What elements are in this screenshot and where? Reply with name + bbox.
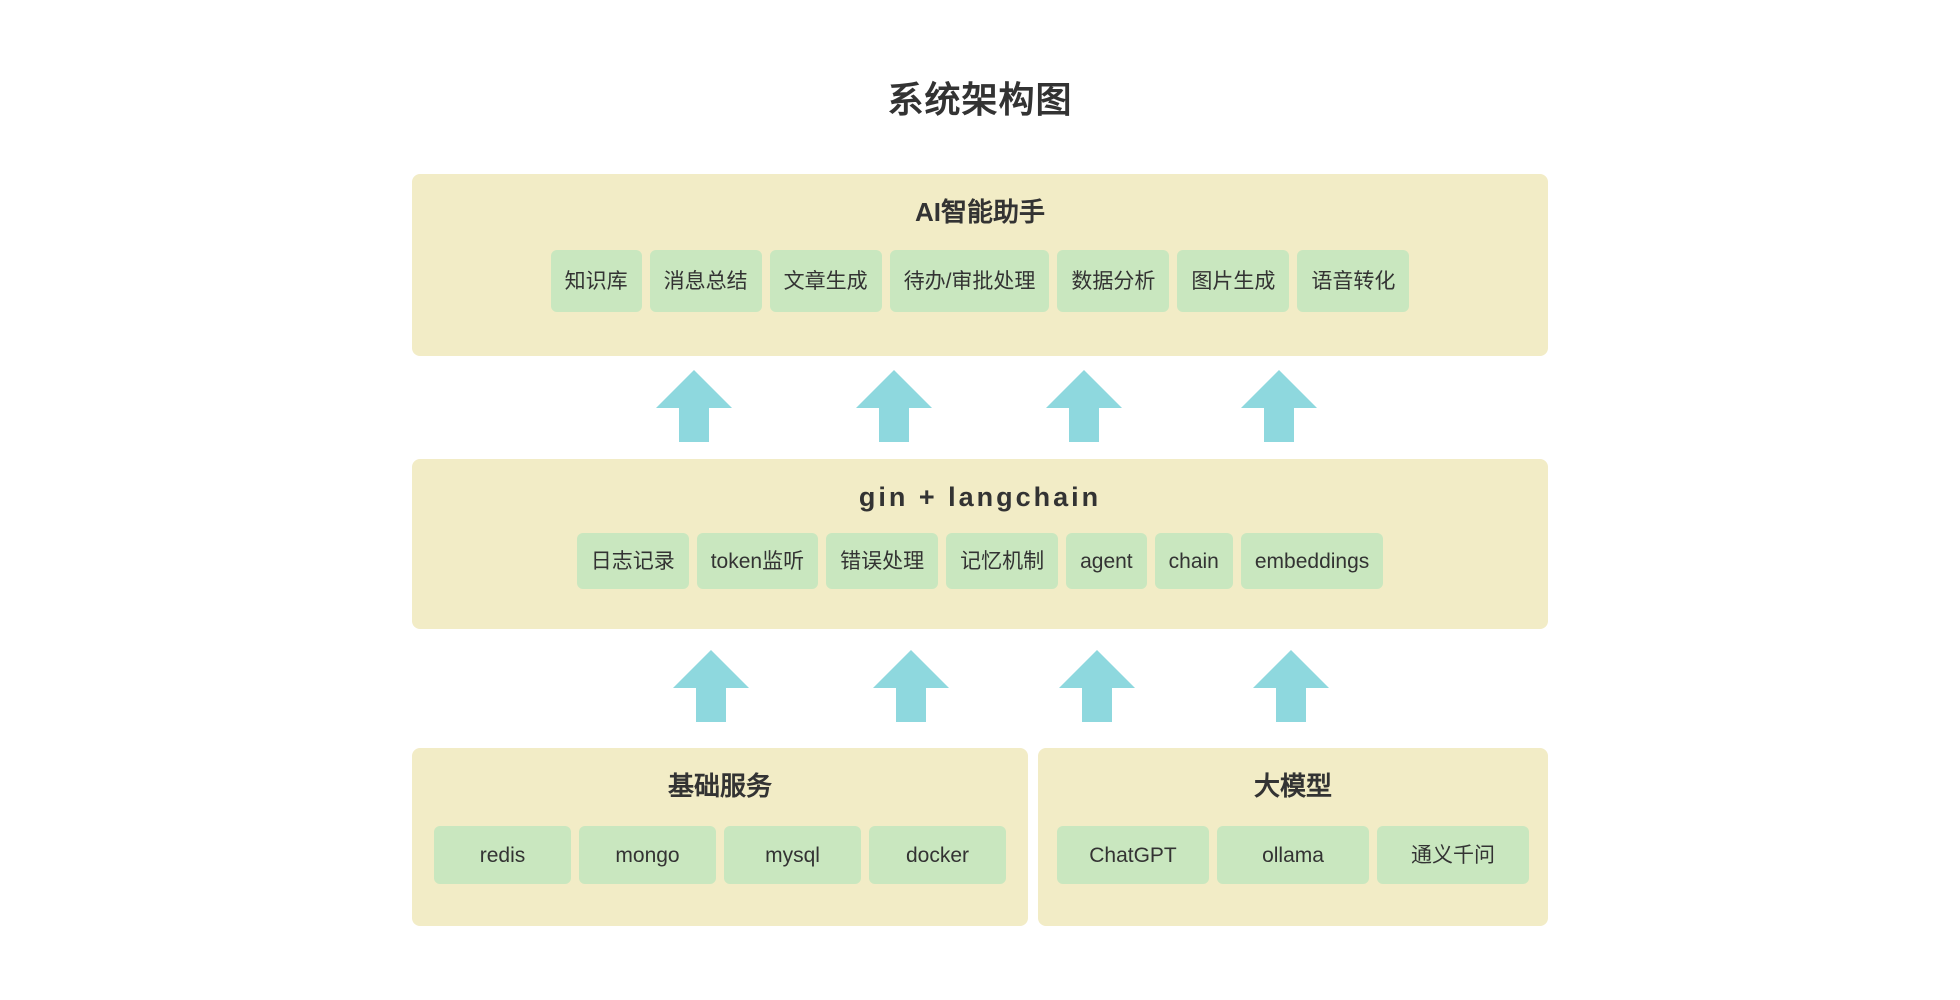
chip-docker[interactable]: docker <box>869 826 1006 884</box>
panel-title-basic-services: 基础服务 <box>667 771 772 801</box>
chip-article-generation[interactable]: 文章生成 <box>769 250 882 312</box>
layer-panel-ai-assistant: AI智能助手 知识库 消息总结 文章生成 待办/审批处理 数据分析 图片生成 语… <box>412 174 1548 356</box>
panel-title-ai-assistant: AI智能助手 <box>914 197 1045 227</box>
chip-embeddings[interactable]: embeddings <box>1240 533 1384 589</box>
arrow-up-icon <box>1240 368 1318 444</box>
chip-mysql[interactable]: mysql <box>724 826 861 884</box>
layer-panel-large-models: 大模型 ChatGPT ollama 通义千问 <box>1038 748 1548 926</box>
chip-redis[interactable]: redis <box>434 826 571 884</box>
chip-message-summary[interactable]: 消息总结 <box>649 250 762 312</box>
arrow-up-icon <box>855 368 933 444</box>
arrow-up-icon <box>1058 648 1136 724</box>
chip-row-ai-assistant: 知识库 消息总结 文章生成 待办/审批处理 数据分析 图片生成 语音转化 <box>550 250 1410 312</box>
chip-error-handling[interactable]: 错误处理 <box>826 533 939 589</box>
chip-logging[interactable]: 日志记录 <box>576 533 689 589</box>
chip-memory-mechanism[interactable]: 记忆机制 <box>946 533 1059 589</box>
chip-todo-approval-processing[interactable]: 待办/审批处理 <box>889 250 1050 312</box>
arrow-up-icon <box>655 368 733 444</box>
arrow-up-icon <box>1252 648 1330 724</box>
chip-voice-conversion[interactable]: 语音转化 <box>1297 250 1410 312</box>
arrow-row-infrastructure-to-framework <box>0 648 1960 730</box>
chip-agent[interactable]: agent <box>1066 533 1147 589</box>
chip-knowledge-base[interactable]: 知识库 <box>550 250 642 312</box>
arrow-up-icon <box>672 648 750 724</box>
chip-tongyi-qianwen[interactable]: 通义千问 <box>1377 826 1529 884</box>
chip-image-generation[interactable]: 图片生成 <box>1177 250 1290 312</box>
chip-mongo[interactable]: mongo <box>579 826 716 884</box>
panel-title-framework: gin + langchain <box>858 482 1102 512</box>
layer-panel-basic-services: 基础服务 redis mongo mysql docker <box>412 748 1028 926</box>
page-title: 系统架构图 <box>887 79 1073 120</box>
chip-ollama[interactable]: ollama <box>1217 826 1369 884</box>
arrow-row-framework-to-ai <box>0 368 1960 450</box>
arrow-up-icon <box>1045 368 1123 444</box>
chip-chatgpt[interactable]: ChatGPT <box>1057 826 1209 884</box>
chip-data-analysis[interactable]: 数据分析 <box>1057 250 1170 312</box>
chip-row-large-models: ChatGPT ollama 通义千问 <box>1057 826 1529 884</box>
arrow-up-icon <box>872 648 950 724</box>
chip-row-framework: 日志记录 token监听 错误处理 记忆机制 agent chain embed… <box>576 533 1384 589</box>
chip-token-monitoring[interactable]: token监听 <box>696 533 819 589</box>
panel-title-large-models: 大模型 <box>1253 771 1332 801</box>
chip-chain[interactable]: chain <box>1154 533 1233 589</box>
layer-panel-framework: gin + langchain 日志记录 token监听 错误处理 记忆机制 a… <box>412 459 1548 629</box>
chip-row-basic-services: redis mongo mysql docker <box>434 826 1006 884</box>
